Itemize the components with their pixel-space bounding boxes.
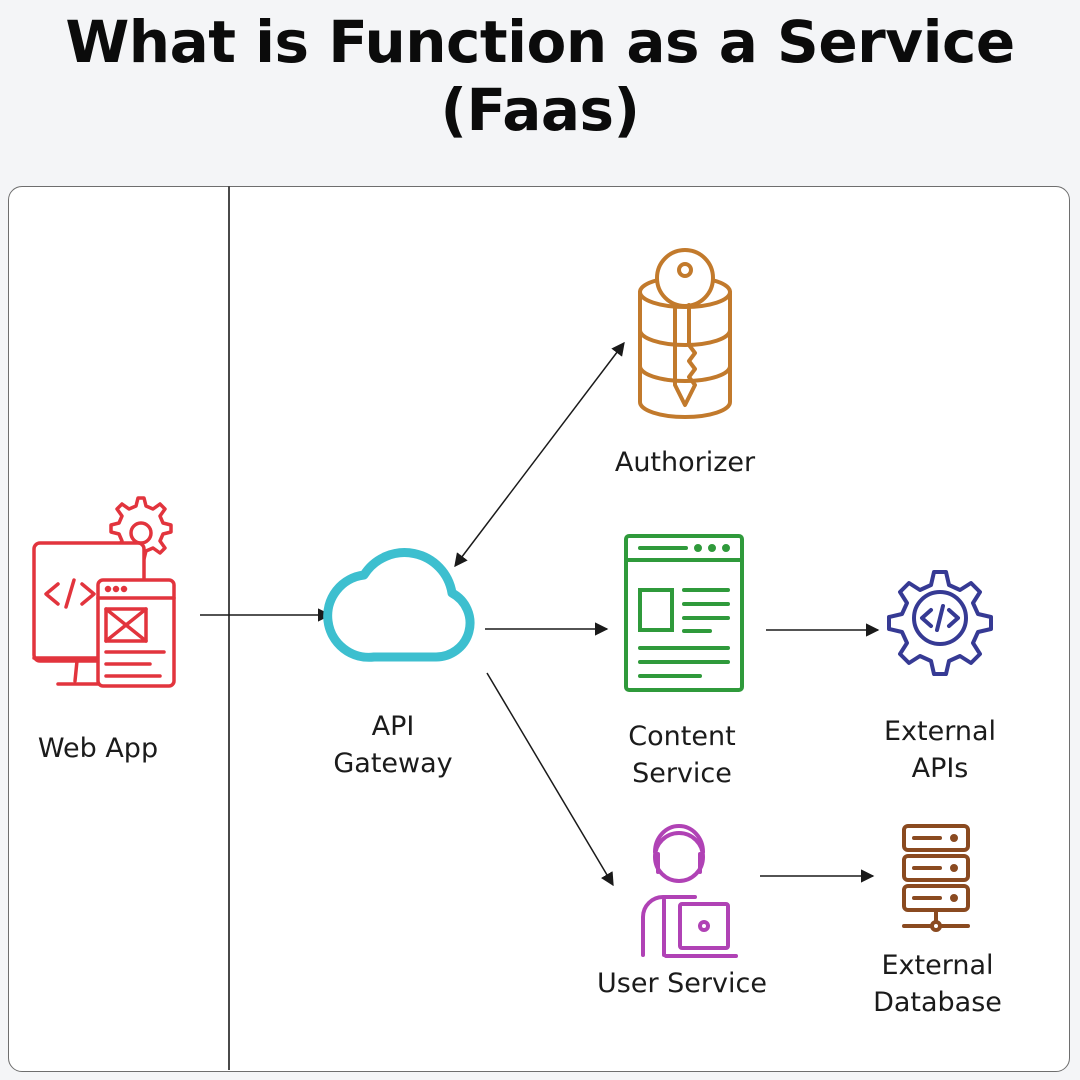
diagram-title: What is Function as a Service (Faas) [65, 8, 1015, 144]
web-app-icon [32, 496, 176, 688]
label-user-service: User Service [597, 968, 767, 999]
user-laptop-icon [641, 824, 738, 958]
label-external-apis: External APIs [883, 716, 997, 784]
arrow-gateway-to-user [486, 672, 614, 887]
label-content-service: Content Service [628, 721, 736, 789]
label-external-database: External Database [873, 950, 1002, 1018]
database-key-icon [638, 248, 732, 419]
web-page-icon [624, 534, 744, 692]
label-api-gateway: API Gateway [333, 711, 453, 779]
panel-divider [228, 186, 230, 1070]
label-authorizer: Authorizer [614, 447, 756, 478]
arrow-gateway-authorizer [454, 341, 625, 568]
label-web-app: Web App [37, 733, 159, 764]
code-gear-icon [887, 570, 993, 676]
server-rack-icon [902, 824, 970, 932]
cloud-icon [323, 548, 475, 662]
